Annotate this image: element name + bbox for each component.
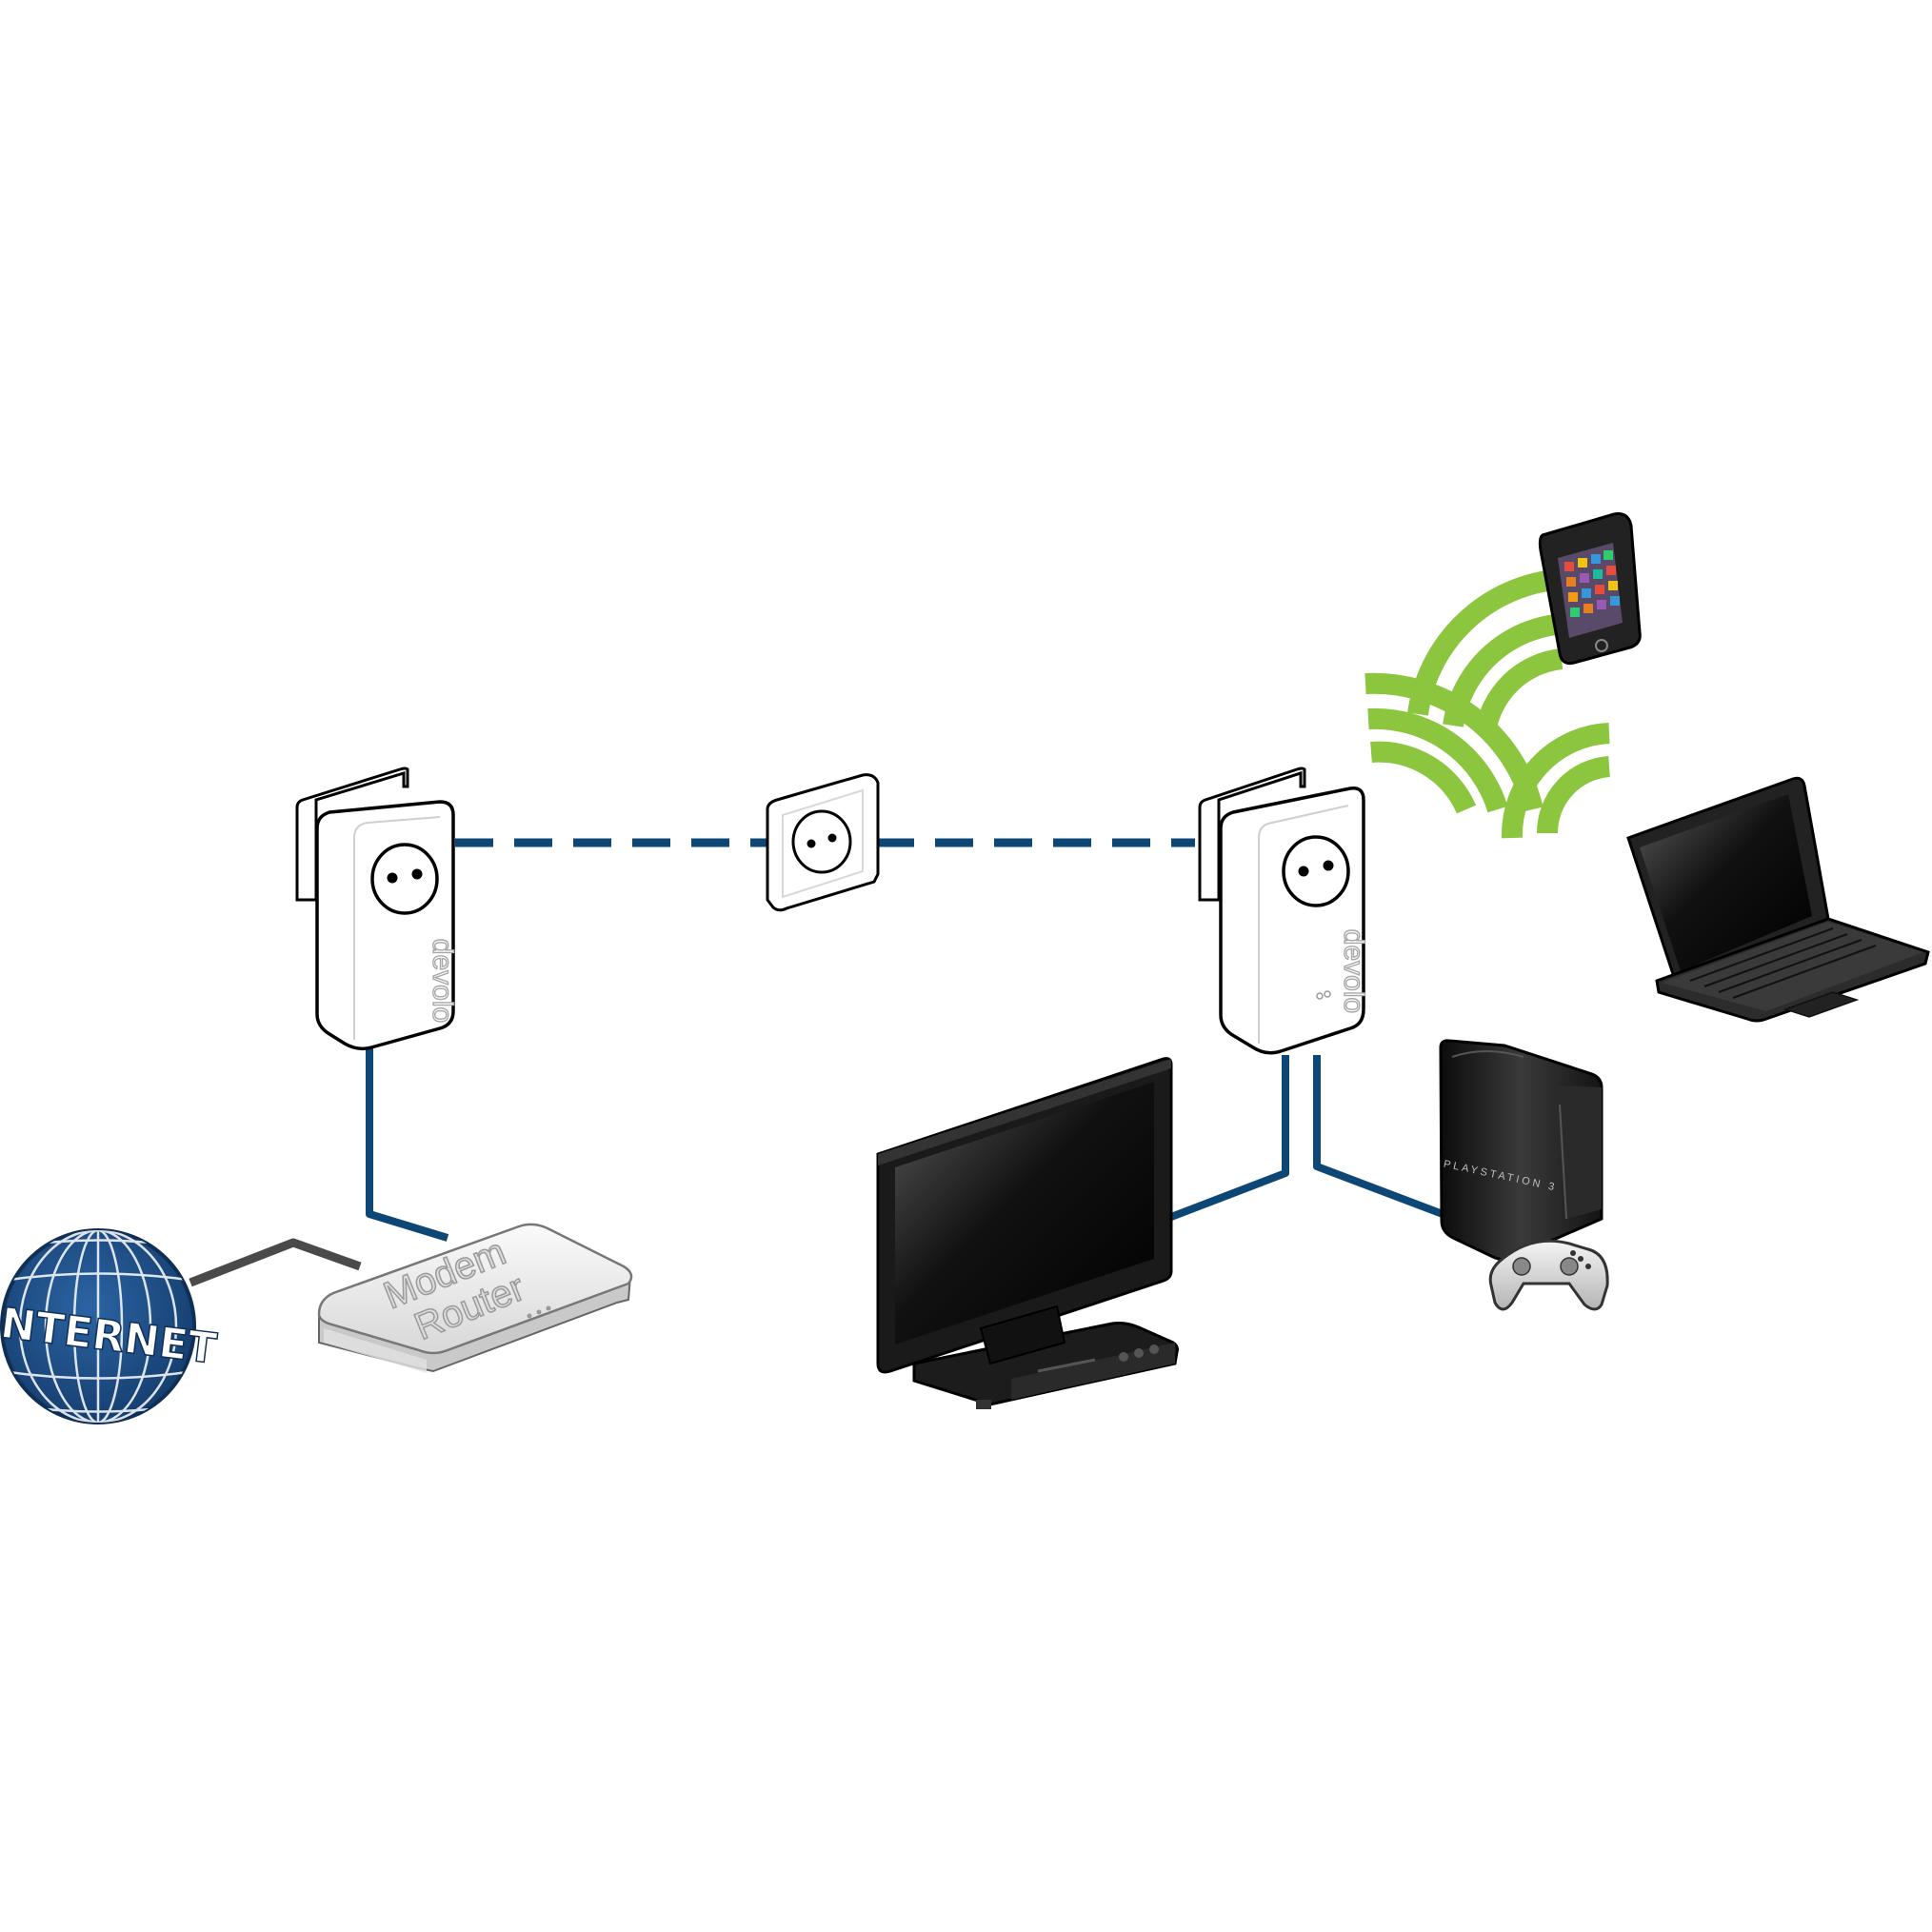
cables [189, 838, 1444, 1287]
wifi-signal-icon [1364, 570, 1611, 839]
adapter-to-console-cable [1313, 1055, 1444, 1218]
game-console-icon: PLAYSTATION 3 [1439, 1039, 1603, 1261]
globe-icon: INTERNET [0, 1228, 220, 1424]
television-icon [876, 1057, 1179, 1409]
adapter-to-router-cable [366, 1046, 449, 1242]
adapter-to-tv-cable [1169, 1055, 1289, 1221]
powerline-wifi-adapter-icon: devolo [1198, 767, 1370, 1055]
phone-app-grid [1564, 550, 1620, 617]
brand-label-left: devolo [427, 939, 458, 1023]
router-icon: Modem Router [317, 1223, 633, 1373]
laptop-icon [1626, 776, 1930, 1023]
wall-socket-icon [766, 773, 880, 912]
smartphone-icon [1538, 512, 1642, 665]
internet-cable [189, 1238, 362, 1287]
powerline-adapter-icon: devolo [295, 767, 459, 1051]
brand-label-right: devolo [1338, 929, 1369, 1013]
gamepad-icon [1488, 1239, 1609, 1311]
